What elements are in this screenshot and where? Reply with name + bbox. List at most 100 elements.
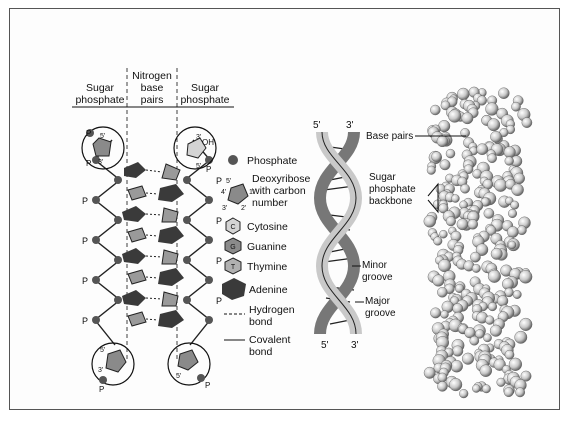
- oh-label: OH: [202, 138, 214, 147]
- header-sugar-phosphate-left-1: Sugar: [86, 82, 115, 94]
- atom-sphere: [490, 325, 502, 337]
- deoxyribose-icon: [228, 184, 248, 204]
- atom-sphere: [488, 119, 500, 131]
- atom-sphere: [482, 385, 490, 393]
- atom-sphere: [488, 154, 497, 163]
- atom-sphere: [494, 179, 507, 192]
- p-label: P: [216, 256, 222, 266]
- adenine-icon: [222, 278, 246, 300]
- legend-phosphate: Phosphate: [228, 155, 297, 167]
- atom-sphere: [480, 365, 492, 377]
- atom-sphere: [498, 88, 509, 99]
- p-label: P: [82, 236, 88, 246]
- atom-sphere: [472, 385, 480, 393]
- atom-sphere: [505, 350, 514, 359]
- atom-sphere: [512, 184, 524, 196]
- legend-hydrogen-bond: Hydrogen bond: [224, 304, 295, 328]
- atom-sphere: [515, 331, 527, 343]
- carbon-label: 5': [226, 178, 231, 185]
- base-pair-row: [122, 290, 178, 306]
- carbon-label: 3': [98, 367, 103, 374]
- atom-sphere: [517, 226, 526, 235]
- base-pair-row: [128, 184, 184, 202]
- atom-sphere: [508, 241, 516, 249]
- legend-thymine: T Thymine: [225, 258, 287, 274]
- legend-deoxyribose-label-1: Deoxyribose: [252, 173, 311, 185]
- atom-sphere: [508, 209, 517, 218]
- legend-covalent-bond: Covalent bond: [224, 334, 291, 358]
- legend-covalent-label-2: bond: [249, 346, 273, 358]
- atom-sphere: [457, 219, 468, 230]
- atom-sphere: [441, 310, 449, 318]
- carbon-label: 3': [196, 134, 201, 141]
- legend-adenine-label: Adenine: [249, 284, 288, 296]
- p-labels: P P P P P P P P: [82, 176, 222, 326]
- major-groove-label-2: groove: [365, 308, 396, 319]
- atom-sphere: [461, 184, 470, 193]
- p-label: P: [99, 385, 104, 394]
- atom-sphere: [505, 157, 514, 166]
- space-filling-model: [424, 87, 532, 398]
- base-pair-row: [128, 268, 184, 286]
- base-pair-row: [124, 162, 180, 180]
- atom-sphere: [484, 208, 494, 218]
- atom-sphere: [437, 287, 447, 297]
- atom-sphere: [432, 152, 442, 162]
- atom-sphere: [488, 270, 501, 283]
- atom-sphere: [438, 259, 451, 272]
- atom-sphere: [448, 110, 461, 123]
- legend-guanine: G Guanine: [225, 238, 287, 254]
- atom-sphere: [427, 166, 436, 175]
- backbone-label-2: phosphate: [369, 184, 416, 195]
- base-pair-row: [122, 206, 178, 222]
- right-phosphates: [183, 156, 213, 324]
- header-nitrogen-2: base: [141, 82, 164, 94]
- legend-hydrogen-label-2: bond: [249, 316, 273, 328]
- legend-phosphate-label: Phosphate: [247, 155, 297, 167]
- base-pairs-label: Base pairs: [366, 131, 413, 142]
- minor-groove-label-2: groove: [362, 272, 393, 283]
- header-sugar-phosphate-left-2: phosphate: [75, 94, 124, 106]
- carbon-label: 5': [100, 133, 105, 140]
- atom-sphere: [515, 388, 524, 397]
- atom-sphere: [486, 103, 499, 116]
- legend-cytosine-label: Cytosine: [247, 221, 288, 233]
- carbon-label: 3': [222, 205, 227, 212]
- atom-sphere: [519, 270, 532, 283]
- guanine-letter: G: [230, 244, 235, 251]
- atom-sphere: [497, 378, 506, 387]
- helix-top-3prime: 3': [346, 120, 354, 131]
- atom-sphere: [440, 160, 450, 170]
- p-label: P: [216, 176, 222, 186]
- legend-deoxyribose-label-2: with carbon: [251, 185, 306, 197]
- atom-sphere: [522, 118, 532, 128]
- atom-sphere: [513, 290, 521, 298]
- atom-sphere: [446, 216, 456, 226]
- atom-sphere: [462, 113, 473, 124]
- atom-sphere: [451, 360, 463, 372]
- atom-sphere: [468, 219, 478, 229]
- major-groove-label-1: Major: [365, 296, 391, 307]
- carbon-label: 3': [98, 159, 103, 166]
- atom-sphere: [488, 302, 497, 311]
- atom-sphere: [462, 353, 474, 365]
- double-helix: 5' 3' 5' 3' Minor groove Major groove: [313, 120, 396, 351]
- top-left-sugar-circle: P 5' 3' P: [82, 127, 124, 169]
- atom-sphere: [430, 105, 440, 115]
- atom-sphere: [437, 136, 448, 147]
- p-label: P: [216, 296, 222, 306]
- base-pair-ladder: P P P P P P P P P 5' 3' P: [82, 127, 222, 394]
- phosphate-icon: [228, 155, 238, 165]
- legend-deoxyribose: 5' 4' 1' 3' 2' Deoxyribose with carbon n…: [221, 173, 311, 212]
- base-pair-row: [122, 248, 178, 264]
- atom-sphere: [438, 373, 447, 382]
- helix-bottom-3prime: 3': [351, 340, 359, 351]
- atom-sphere: [470, 252, 480, 262]
- header-sugar-phosphate-right-1: Sugar: [191, 82, 220, 94]
- legend-thymine-label: Thymine: [247, 261, 287, 273]
- legend-adenine: Adenine: [222, 278, 288, 300]
- p-label: P: [86, 129, 91, 138]
- carbon-label: 4': [221, 189, 226, 196]
